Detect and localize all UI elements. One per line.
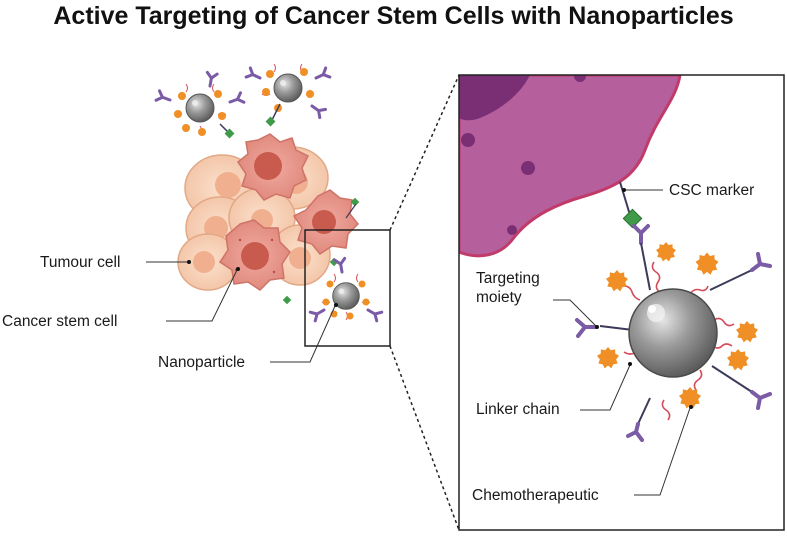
chemotherapeutic-icon: [695, 252, 719, 275]
label-linker-chain: Linker chain: [476, 401, 560, 418]
nanoparticle: [154, 70, 246, 139]
label-tumour-cell: Tumour cell: [40, 254, 120, 271]
label-targeting-moiety-line1: Targeting: [476, 270, 540, 287]
label-csc-marker: CSC marker: [669, 182, 754, 199]
nanoparticle: [244, 63, 332, 127]
zoom-panel-frame: [458, 74, 785, 531]
label-nanoparticle: Nanoparticle: [158, 354, 245, 371]
nanoparticle-large: [628, 288, 718, 378]
cancer-stem-cell: [292, 189, 360, 256]
cancer-stem-cell: [218, 219, 291, 291]
nanoparticle: [308, 256, 384, 323]
csc-marker-icon: [622, 208, 643, 229]
tumour-cluster: [177, 133, 360, 291]
label-cancer-stem-cell: Cancer stem cell: [2, 313, 117, 330]
csc-membrane: [459, 75, 682, 258]
zoom-panel: [458, 74, 785, 531]
label-chemotherapeutic: Chemotherapeutic: [472, 487, 599, 504]
label-targeting-moiety-line2: moiety: [476, 289, 522, 306]
diagram-title: Active Targeting of Cancer Stem Cells wi…: [53, 2, 734, 30]
cancer-stem-cell: [236, 133, 310, 201]
targeting-moiety-icon: [575, 318, 598, 338]
zoom-region-box: [304, 229, 391, 347]
linker-chain: [623, 261, 735, 421]
tumour-cell: [177, 233, 239, 291]
